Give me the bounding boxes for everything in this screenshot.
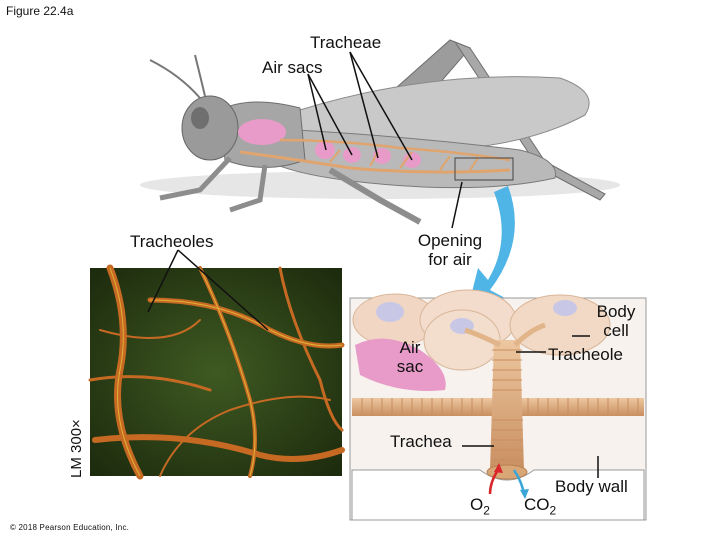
label-o2: O2	[470, 495, 490, 520]
label-tracheole: Tracheole	[548, 345, 623, 364]
label-co2: CO2	[524, 495, 556, 520]
detail-panel	[349, 289, 647, 521]
grasshopper-pointer-lines	[307, 51, 463, 229]
label-air-sac-line1: Air	[399, 338, 421, 357]
figure-label: Figure 22.4a	[6, 4, 74, 18]
label-opening-line1: Opening	[417, 231, 483, 250]
label-body-wall: Body wall	[555, 477, 628, 496]
label-o2-sub: 2	[483, 503, 490, 518]
label-opening-line2: for air	[428, 250, 472, 269]
micrograph	[88, 264, 345, 480]
zoom-arrow	[470, 186, 515, 300]
label-air-sacs: Air sacs	[262, 58, 323, 77]
label-trachea: Trachea	[390, 432, 452, 451]
magnification-label: LM 300×	[68, 419, 85, 478]
label-co2-sub: 2	[549, 503, 557, 518]
copyright: © 2018 Pearson Education, Inc.	[10, 523, 130, 532]
label-co2-main: CO	[524, 495, 550, 514]
label-body-cell-line1: Body	[596, 302, 636, 321]
label-o2-main: O	[470, 495, 484, 514]
label-body-cell-line2: cell	[603, 321, 629, 340]
label-opening-for-air: Opening for air	[405, 231, 495, 269]
tracheoles-pointer-lines	[147, 249, 269, 331]
label-air-sac-line2: sac	[396, 357, 424, 376]
label-tracheoles: Tracheoles	[130, 232, 214, 251]
label-tracheae: Tracheae	[310, 33, 382, 52]
grasshopper-illustration	[140, 39, 620, 225]
detail-pointer-lines	[462, 335, 599, 478]
label-air-sac: Air sac	[390, 338, 430, 376]
label-body-cell: Body cell	[590, 302, 642, 340]
